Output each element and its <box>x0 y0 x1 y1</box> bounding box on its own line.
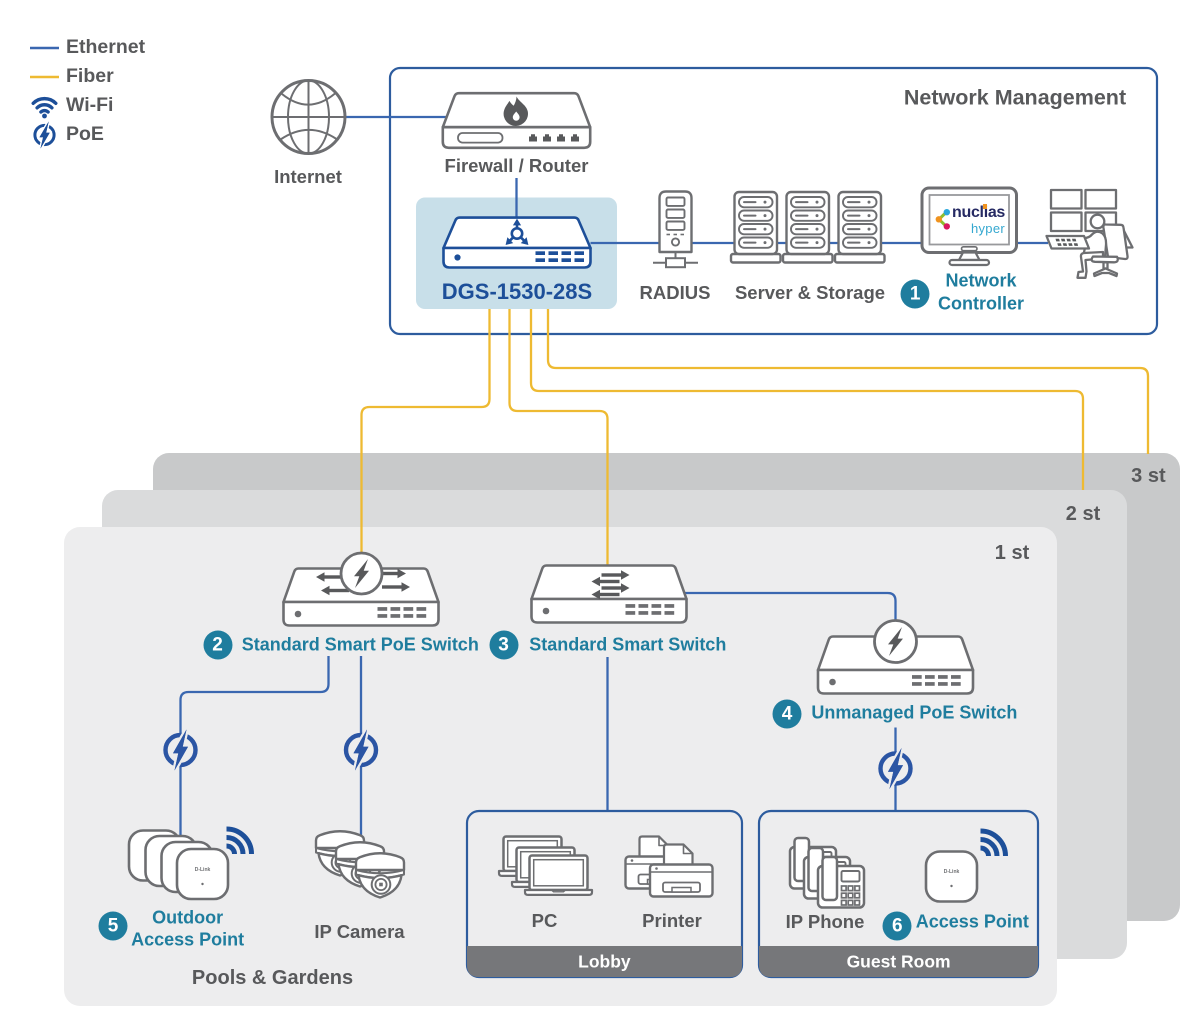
core-switch-ports <box>535 251 584 262</box>
ap-brand-text: D-Link <box>944 869 960 875</box>
pc-label: PC <box>531 910 558 932</box>
legend-row-wifi: Wi-Fi <box>30 91 145 120</box>
nuclias-hyper-logo: nuclias hyper <box>933 200 1006 242</box>
floor-2-label: 2 st <box>1065 503 1101 525</box>
unmanaged-poe-switch-icon <box>816 619 975 695</box>
person-head <box>1089 213 1106 230</box>
smart-switch-icon <box>530 564 688 624</box>
nuclias-i-dot <box>982 204 988 209</box>
outdoor-access-point-icon: D-Link <box>127 829 252 901</box>
console-keys <box>1055 238 1079 246</box>
link-poeswitch-outdoorap <box>179 656 330 845</box>
radius-label: RADIUS <box>639 282 711 304</box>
wifi-icon <box>30 93 59 119</box>
badge-2: 2 <box>203 630 232 660</box>
legend-label: Ethernet <box>66 36 146 58</box>
guest-room-label: Guest Room <box>846 951 951 972</box>
network-management-title: Network Management <box>903 85 1127 110</box>
outdoor-access-point-label-line2: Access Point <box>131 929 245 949</box>
wall-monitor <box>1049 211 1083 233</box>
smart-poe-switch-label: Standard Smart PoE Switch <box>241 634 479 655</box>
flame-icon <box>503 96 528 126</box>
badge-3: 3 <box>489 630 519 660</box>
smart-poe-switch-icon <box>282 551 440 627</box>
badge-6: 6 <box>882 911 912 941</box>
pools-gardens-label: Pools & Gardens <box>191 966 354 989</box>
outdoor-access-point-label: Outdoor Access Point <box>131 908 244 951</box>
access-point-label: Access Point <box>915 911 1029 932</box>
access-point-icon: D-Link <box>924 831 1006 903</box>
badge-5: 5 <box>98 911 128 941</box>
ip-phone-label: IP Phone <box>785 911 865 933</box>
network-controller-label-line1: Network <box>945 270 1017 291</box>
share-icon <box>505 218 529 245</box>
wall-monitor <box>1049 188 1083 210</box>
firewall-ports <box>529 134 579 142</box>
lobby-box <box>465 809 744 979</box>
link-smartswitch-unmanaged <box>684 591 897 621</box>
chair-seat <box>1090 255 1119 264</box>
badge-4: 4 <box>772 699 802 729</box>
badge-1: 1 <box>900 279 930 309</box>
outdoor-access-point-label-line1: Outdoor <box>152 907 224 928</box>
lobby-footer <box>467 946 742 977</box>
console-keyboard <box>1045 234 1091 250</box>
core-switch-icon <box>442 216 592 269</box>
printer-label: Printer <box>642 910 702 932</box>
legend-label: PoE <box>66 123 104 145</box>
ap-brand-text: D-Link <box>195 867 211 873</box>
firewall-label: Firewall / Router <box>444 155 589 177</box>
guest-room-box <box>757 809 1040 979</box>
internet-globe-icon <box>270 79 347 155</box>
fiber-core-floor2 <box>529 309 1085 490</box>
fiber-links <box>360 309 1150 566</box>
server-storage-label: Server & Storage <box>734 282 886 304</box>
guest-room-footer <box>759 946 1038 977</box>
unmanaged-poe-switch-label: Unmanaged PoE Switch <box>811 701 1018 722</box>
controller-monitor-icon <box>920 186 1018 267</box>
smart-switch-label: Standard Smart Switch <box>529 634 727 655</box>
poe-icon <box>163 728 198 772</box>
legend-label: Wi-Fi <box>66 94 114 116</box>
operator-desk-icon <box>1045 188 1134 279</box>
chair-feet <box>1092 267 1119 278</box>
floor-3-label: 3 st <box>1131 465 1166 488</box>
wall-monitor <box>1084 188 1118 210</box>
lobby-label: Lobby <box>578 951 631 972</box>
poe-circle-icon <box>873 619 918 664</box>
floor-1-label: 1 st <box>994 541 1030 564</box>
server-storage-icon <box>729 190 886 264</box>
poe-circle-icon <box>339 551 384 596</box>
ethernet-line-icon <box>30 45 59 51</box>
network-controller-label-line2: Controller <box>937 293 1025 313</box>
fiber-core-smartswitch <box>508 309 609 566</box>
fiber-core-poeswitch <box>360 309 491 552</box>
nuclias-brand-text: nuclias <box>952 204 1006 221</box>
nuclias-sub-text: hyper <box>970 221 1005 236</box>
legend-row-poe: PoE <box>30 120 145 149</box>
internet-label: Internet <box>274 165 342 187</box>
legend-label: Fiber <box>66 65 114 87</box>
ip-camera-label: IP Camera <box>314 920 405 942</box>
legend-row-ethernet: Ethernet <box>30 33 145 62</box>
core-switch-label: DGS-1530-28S <box>441 278 593 304</box>
fiber-line-icon <box>30 74 59 80</box>
poe-icon <box>30 120 59 149</box>
network-controller-label: Network Controller <box>938 270 1024 315</box>
legend-row-fiber: Fiber <box>30 62 145 91</box>
poe-icon <box>878 746 913 791</box>
radius-server-icon <box>653 190 698 269</box>
poe-icon <box>343 728 379 772</box>
legend: Ethernet Fiber Wi-Fi <box>30 33 145 149</box>
fiber-core-floor3 <box>546 309 1150 454</box>
firewall-router-icon <box>441 91 592 150</box>
